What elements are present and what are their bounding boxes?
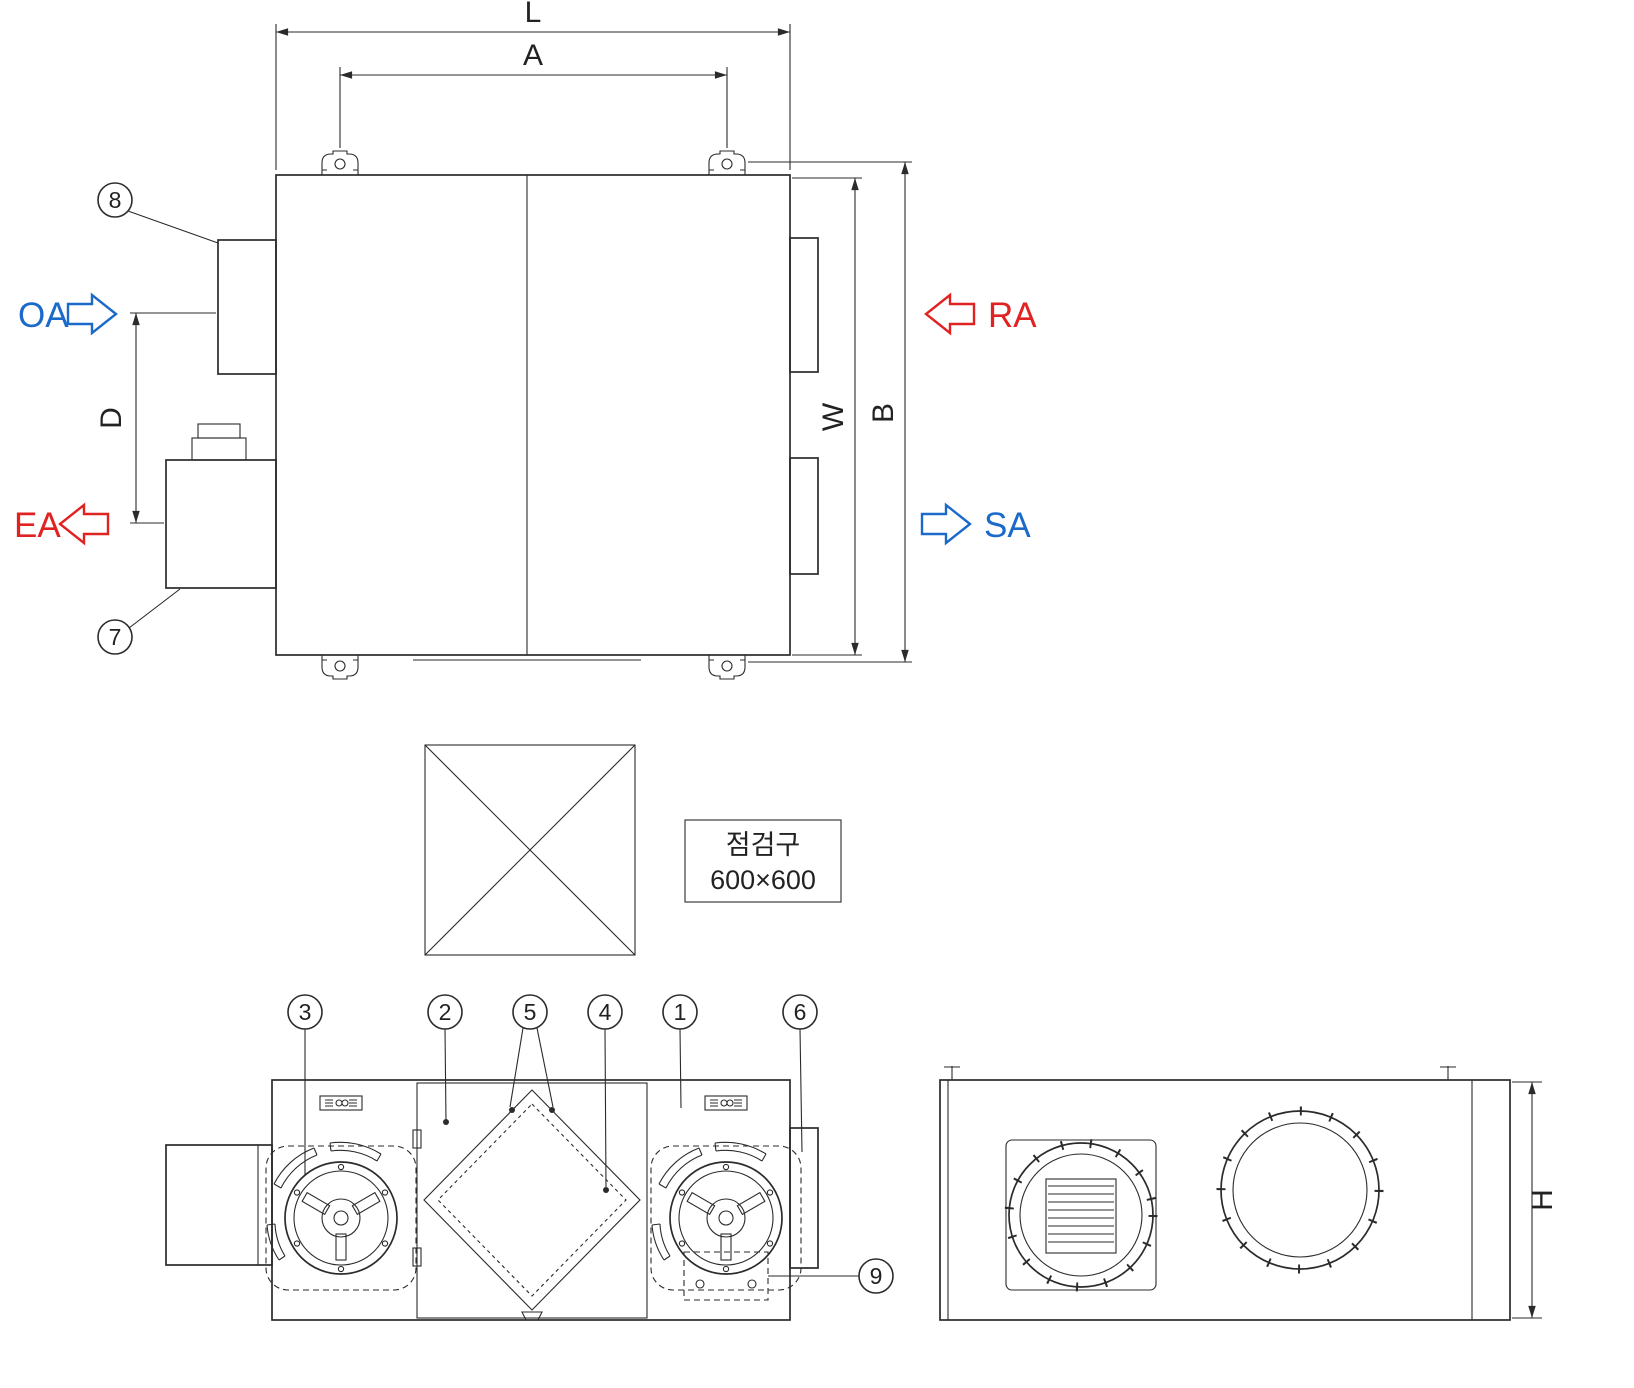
unit-casing-plan <box>275 174 791 656</box>
inspection-note-box <box>684 819 842 903</box>
fan-right <box>650 1141 802 1291</box>
round-duct-opening <box>1216 1106 1384 1274</box>
dim-label-H: H <box>1526 1189 1559 1211</box>
inspection-note: 점검구 600×600 <box>684 819 842 903</box>
fan-motor-mount <box>683 1251 769 1301</box>
oa-flow: OA <box>18 292 118 336</box>
side-view: H <box>939 1066 1559 1321</box>
heat-exchanger <box>412 1082 648 1321</box>
mount-foot-top-left <box>321 150 359 176</box>
mount-foot-top-right <box>708 150 746 176</box>
ra-flow: RA <box>924 292 1037 336</box>
callout-9-number: 9 <box>870 1263 883 1289</box>
callout-8-number: 8 <box>109 187 122 213</box>
ea-duct <box>165 459 277 589</box>
callout-5: 5 <box>509 994 554 1108</box>
sa-flow: SA <box>920 502 1031 546</box>
callout-6-number: 6 <box>794 999 807 1025</box>
dim-label-B: B <box>867 403 900 423</box>
oa-arrow-icon <box>66 292 118 336</box>
unit-casing-side <box>939 1079 1511 1321</box>
inspection-name: 점검구 <box>726 830 801 860</box>
ra-duct-collar <box>789 237 819 373</box>
unit-casing-front <box>271 1079 791 1321</box>
sa-duct-collar <box>789 457 819 575</box>
callout-5-number: 5 <box>524 999 537 1025</box>
nameplate-left <box>319 1095 363 1111</box>
callout-8: 8 <box>97 182 219 244</box>
oa-label: OA <box>18 296 69 335</box>
callout-7: 7 <box>97 588 181 655</box>
callout-3: 3 <box>287 994 323 1175</box>
dim-label-W: W <box>817 402 850 431</box>
sa-arrow-icon <box>920 502 972 546</box>
callout-1-number: 1 <box>674 999 687 1025</box>
dim-A: A <box>339 39 728 148</box>
blower-opening <box>1004 1138 1158 1292</box>
inspection-size: 600×600 <box>710 865 816 895</box>
hanger-pin-left <box>944 1066 960 1080</box>
ea-duct-front <box>165 1144 273 1266</box>
dim-W: W <box>792 177 862 656</box>
mount-foot-bottom-left <box>321 654 359 680</box>
dim-label-A: A <box>523 39 543 72</box>
hanger-pin-right <box>1440 1066 1456 1080</box>
dim-B: B <box>748 161 912 663</box>
dim-label-L: L <box>525 0 542 29</box>
ea-damper-cap <box>197 423 241 439</box>
sa-collar-front <box>789 1127 819 1269</box>
callout-3-number: 3 <box>299 999 312 1025</box>
dim-L: L <box>275 0 791 170</box>
ra-arrow-icon <box>924 292 976 336</box>
dim-H: H <box>1512 1081 1559 1319</box>
dim-label-D: D <box>95 407 128 429</box>
opening-outline <box>424 744 636 956</box>
sa-label: SA <box>984 506 1031 545</box>
ea-flow: EA <box>14 502 110 546</box>
callout-6: 6 <box>782 994 818 1153</box>
dim-D: D <box>95 312 216 524</box>
ea-damper-box <box>191 437 247 461</box>
ea-label: EA <box>14 506 61 545</box>
callout-2: 2 <box>427 994 463 1125</box>
mount-foot-bottom-right <box>708 654 746 680</box>
callout-4-number: 4 <box>599 999 612 1025</box>
nameplate-right <box>704 1095 748 1111</box>
drain-fitting <box>521 1311 543 1321</box>
callout-9: 9 <box>768 1258 894 1294</box>
callout-1: 1 <box>662 994 698 1109</box>
callout-7-number: 7 <box>109 624 122 650</box>
oa-duct <box>217 239 277 375</box>
front-view: 3 2 5 4 1 6 <box>165 994 894 1321</box>
fan-left <box>265 1141 417 1291</box>
ea-arrow-icon <box>58 502 110 546</box>
ceiling-opening <box>424 744 636 956</box>
ra-label: RA <box>988 296 1037 335</box>
callout-4: 4 <box>587 994 623 1188</box>
top-view: L A W B D <box>14 0 1037 680</box>
callout-2-number: 2 <box>439 999 452 1025</box>
